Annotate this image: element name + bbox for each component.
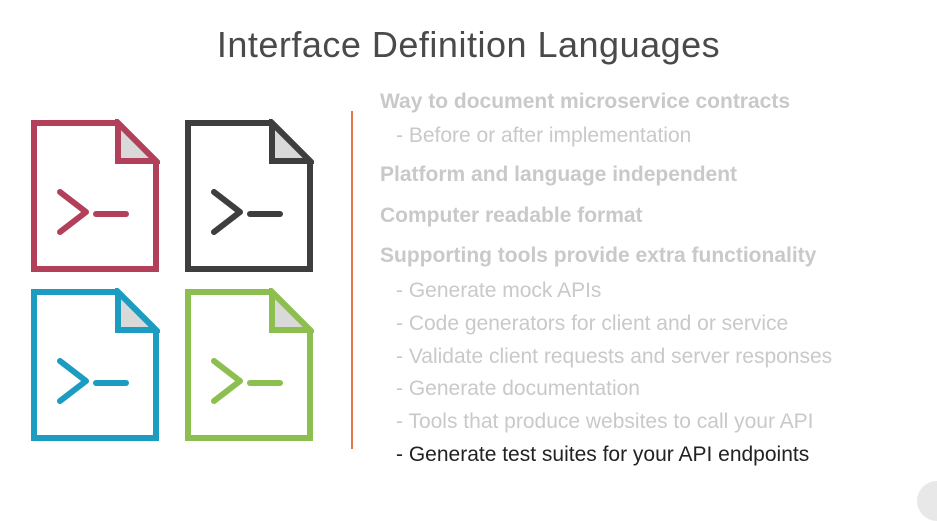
bullet-main: Supporting tools provide extra functiona…: [380, 244, 817, 267]
corner-decoration: [917, 481, 937, 521]
bullet-main: Computer readable format: [380, 204, 643, 227]
bullet-sub-active: - Generate test suites for your API endp…: [396, 443, 810, 466]
bullet-main: Platform and language independent: [380, 163, 738, 186]
bullet-sub: - Tools that produce websites to call yo…: [396, 410, 814, 433]
bullet-sub: - Generate mock APIs: [396, 279, 602, 302]
bullet-sub: - Code generators for client and or serv…: [396, 312, 789, 335]
terminal-file-icon: [184, 288, 314, 442]
bullet-main: Way to document microservice contracts: [380, 90, 791, 113]
terminal-file-icon: [184, 119, 314, 273]
slide-title: Interface Definition Languages: [216, 24, 721, 65]
bullet-sub: - Generate documentation: [396, 377, 640, 400]
vertical-divider: [351, 111, 353, 449]
bullet-sub: - Validate client requests and server re…: [396, 345, 833, 368]
terminal-file-icon: [30, 119, 160, 273]
terminal-file-icon: [30, 288, 160, 442]
bullet-sub: - Before or after implementation: [396, 124, 692, 147]
